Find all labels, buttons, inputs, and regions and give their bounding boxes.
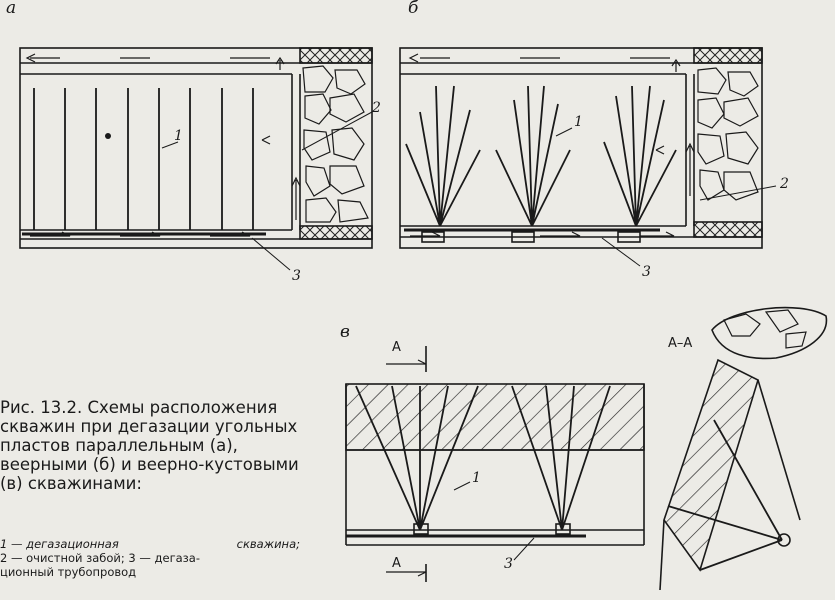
panel-v-scheme (345, 346, 645, 582)
callout-v-1: 1 (472, 470, 481, 486)
figure-caption: Рис. 13.2. Схемы расположения скважин пр… (0, 398, 299, 493)
panel-a-scheme (19, 47, 373, 271)
panel-b-goaf-rocks (697, 67, 759, 201)
section-marker-top: А (392, 340, 401, 355)
panel-v-fan-boreholes (355, 385, 611, 531)
legend-item-2: 2 — очистной забой; 3 — дегаза- (0, 551, 200, 565)
section-title: А–А (668, 336, 693, 351)
panel-b-fan-boreholes (405, 85, 677, 227)
legend-item-3: ционный трубопровод (0, 565, 137, 579)
callout-v-3: 3 (504, 556, 513, 572)
legend-item-1: 1 — дегазационная (0, 537, 119, 551)
legend-line-1: 1 — дегазационная скважина; (0, 537, 300, 551)
callout-b-2: 2 (780, 176, 789, 192)
section-marker-bottom: А (392, 556, 401, 571)
legend-item-1-rest: скважина; (236, 537, 300, 551)
section-aa-scheme (659, 306, 828, 591)
callout-a-1: 1 (174, 128, 183, 144)
callout-a-2: 2 (372, 100, 381, 116)
panel-b-scheme (399, 47, 777, 267)
panel-a-goaf-rocks (302, 65, 369, 223)
panel-label-b: б (408, 0, 419, 18)
callout-b-3: 3 (642, 264, 651, 280)
panel-a-parallel-boreholes (33, 88, 254, 230)
callout-b-1: 1 (574, 114, 583, 130)
callout-a-3: 3 (292, 268, 301, 284)
panel-label-a: а (6, 0, 17, 18)
panel-label-v: в (340, 322, 350, 342)
figure-legend: 1 — дегазационная скважина; 2 — очистной… (0, 537, 300, 579)
